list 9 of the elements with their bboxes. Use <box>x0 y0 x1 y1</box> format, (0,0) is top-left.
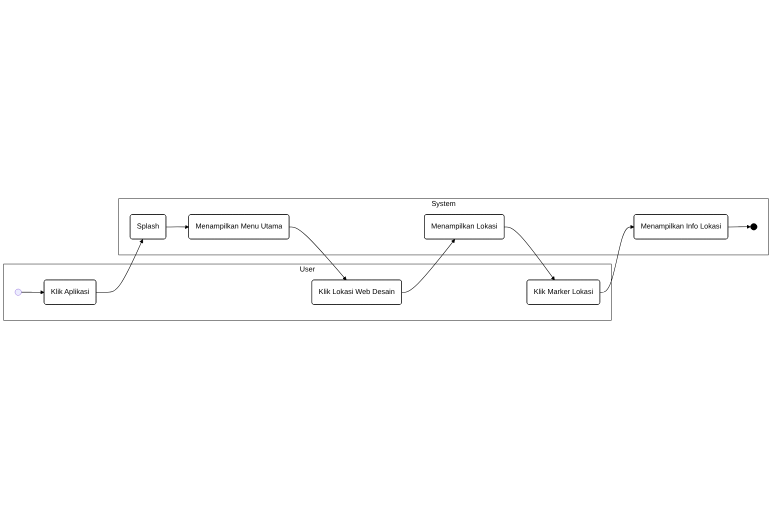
arrow <box>289 226 347 280</box>
arrow <box>166 224 190 228</box>
node-circle <box>14 288 22 296</box>
arrow <box>96 238 144 292</box>
arrow <box>21 290 44 294</box>
arrow <box>402 238 456 292</box>
arrow <box>504 226 555 280</box>
arrow <box>728 224 751 228</box>
arrow <box>600 224 634 292</box>
